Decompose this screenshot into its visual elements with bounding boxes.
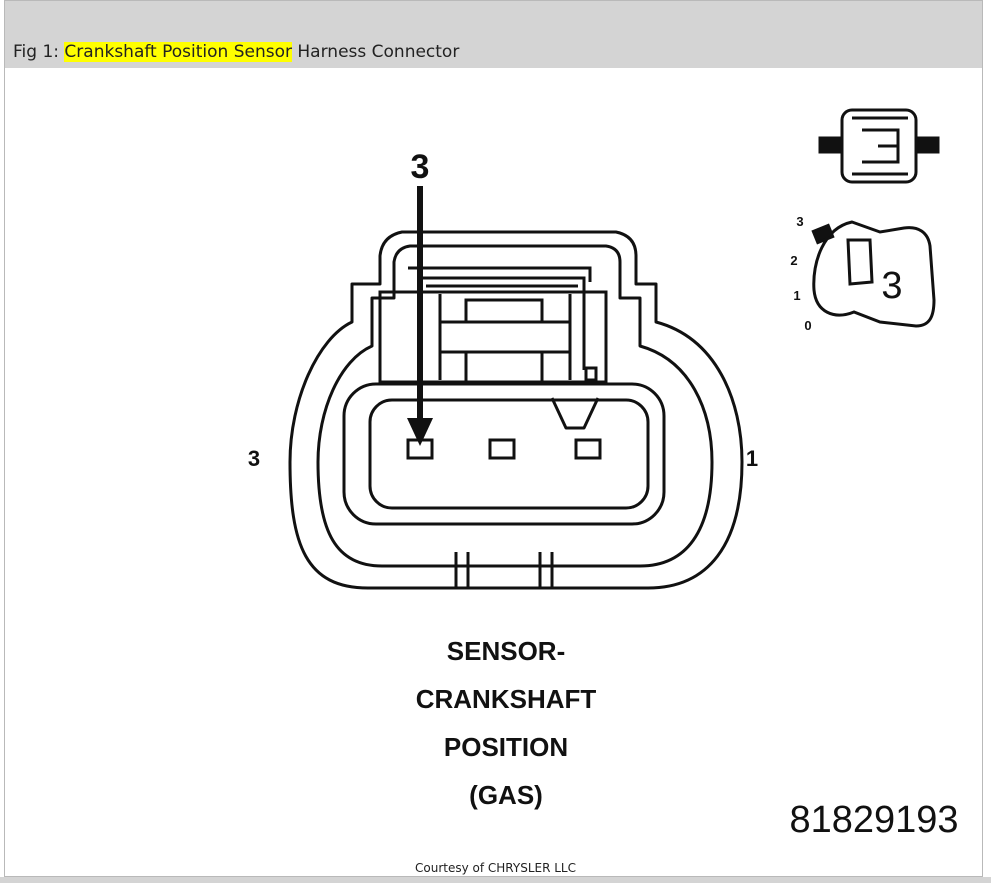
- title-line-1: SENSOR-: [447, 636, 565, 666]
- title-line-2: CRANKSHAFT: [416, 684, 597, 714]
- key-scale-1: 1: [793, 288, 800, 303]
- left-pin-label: 3: [248, 446, 260, 471]
- bottom-rib-left: [454, 552, 470, 588]
- pin-1: [574, 438, 602, 460]
- pin-2: [488, 438, 516, 460]
- title-line-4: (GAS): [469, 780, 543, 810]
- key-number: 3: [881, 265, 902, 307]
- latch-bar: [438, 320, 572, 354]
- key-scale-3: 3: [796, 214, 803, 229]
- latch-housing: [378, 290, 608, 384]
- connector-side-icon: [818, 108, 940, 184]
- latch-tab-bottom: [464, 350, 544, 384]
- connector-outer-shell: [288, 230, 744, 590]
- latch-tab-top: [464, 298, 544, 324]
- title-line-3: POSITION: [444, 732, 568, 762]
- connector-second-shell: [316, 244, 714, 568]
- courtesy-note: Courtesy of CHRYSLER LLC: [415, 861, 576, 875]
- caption-highlight: Crankshaft Position Sensor: [64, 42, 292, 62]
- latch-notch: [584, 366, 598, 382]
- latch-post: [438, 294, 572, 380]
- right-pin-label: 1: [746, 446, 758, 471]
- key-scale-2: 2: [790, 253, 797, 268]
- key-scale-0: 0: [804, 318, 811, 333]
- cavity-outer: [342, 382, 666, 526]
- pin-arrow: [407, 186, 433, 446]
- terminal-key-icon: [811, 220, 936, 328]
- arrow-label: 3: [411, 148, 430, 186]
- caption-prefix: Fig 1:: [13, 42, 65, 62]
- figure-caption: Fig 1: Crankshaft Position Sensor Harnes…: [13, 42, 459, 62]
- latch-rails: [408, 266, 592, 370]
- caption-suffix: Harness Connector: [292, 42, 460, 62]
- connector-title: SENSOR- CRANKSHAFT POSITION (GAS): [416, 636, 597, 810]
- figure-number: 81829193: [789, 799, 958, 841]
- bottom-strip: [0, 877, 991, 883]
- cavity-inner: [368, 398, 650, 510]
- bottom-rib-right: [538, 552, 554, 588]
- polarity-key: [550, 397, 600, 430]
